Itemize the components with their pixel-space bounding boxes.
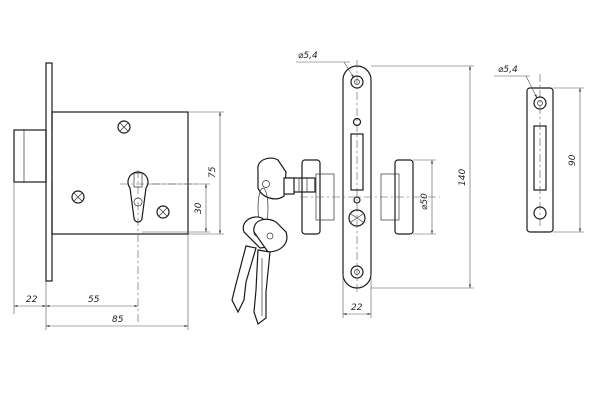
- faceplate-view: ⌀5,4 140 ⌀50 22: [296, 51, 474, 318]
- screw-top: [117, 120, 131, 134]
- strike-hole-dia: ⌀5,4: [498, 65, 518, 75]
- strike-dim-height: 90: [568, 154, 578, 166]
- dim-width: 85: [112, 315, 124, 325]
- front-plate: [45, 62, 53, 282]
- screw-right: [156, 205, 170, 219]
- faceplate-hole-dia: ⌀5,4: [298, 51, 318, 61]
- lock-body-view: 75 30 22 55 85: [13, 62, 224, 330]
- faceplate-dim-height: 140: [458, 169, 468, 186]
- dim-height: 75: [208, 166, 218, 178]
- dim-backset: 22: [26, 295, 38, 305]
- dim-center: 55: [88, 295, 100, 305]
- key-upper: [257, 157, 295, 200]
- key-lower-2: [253, 218, 288, 325]
- faceplate-dim-width: 22: [351, 303, 363, 313]
- strike-plate-view: ⌀5,4 90: [494, 65, 584, 233]
- bolt: [13, 129, 47, 183]
- screw-left: [71, 190, 85, 204]
- rosette-dim: ⌀50: [420, 193, 430, 210]
- dim-cylinder: 30: [194, 202, 204, 214]
- keys: [231, 157, 316, 325]
- faceplate-hole-bottom: [350, 265, 364, 279]
